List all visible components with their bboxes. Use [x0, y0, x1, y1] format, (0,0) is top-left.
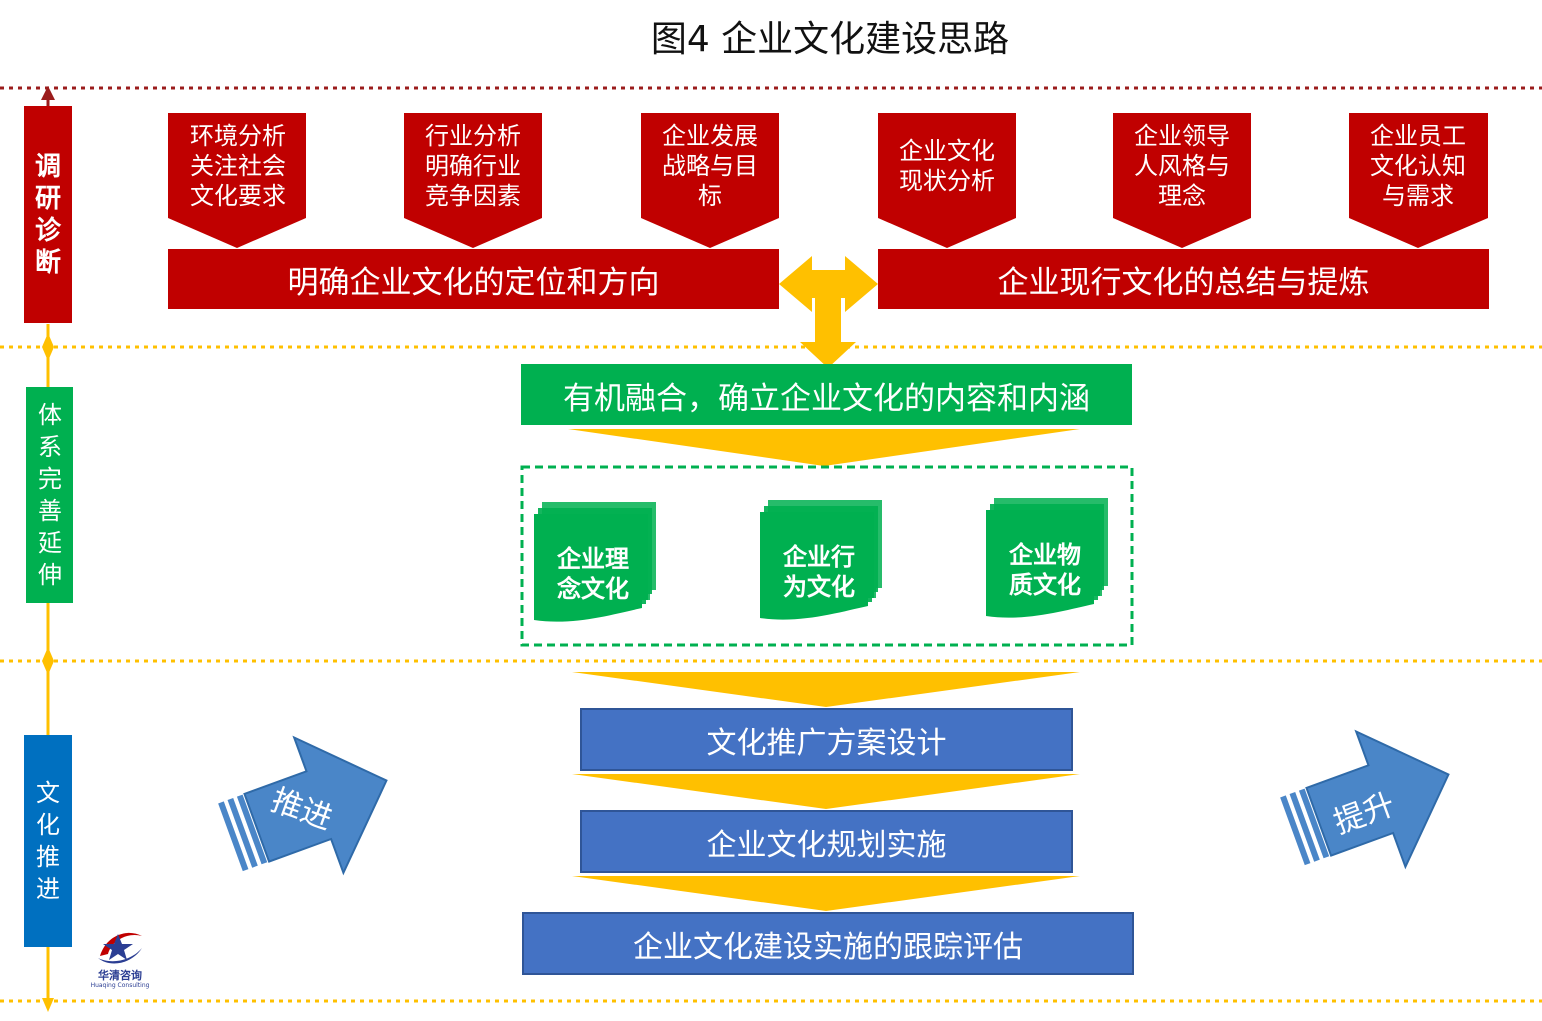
- research-card-6: [1349, 113, 1488, 248]
- promotion-step-2: 企业文化规划实施: [706, 828, 947, 863]
- fusion-bar-label: 有机融合，确立企业文化的内容和内涵: [563, 380, 1090, 417]
- research-card-label-2: 行业分析 明确行业 竞争因素: [425, 122, 521, 210]
- research-card-1: [168, 113, 306, 248]
- phase-label-system: 体 系 完 善 延 伸: [38, 401, 62, 589]
- research-card-5: [1113, 113, 1251, 248]
- company-logo-icon: [98, 932, 142, 964]
- research-bar-left-label: 明确企业文化的定位和方向: [287, 264, 660, 301]
- culture-doc-label-3: 企业物 质文化: [1009, 541, 1081, 599]
- push-arrow-icon: [218, 735, 388, 876]
- merge-arrow-icon: [779, 256, 878, 368]
- promotion-bar-1: [580, 708, 1073, 771]
- promotion-bar-3: [522, 912, 1134, 975]
- culture-doc-label-1: 企业理 念文化: [557, 545, 629, 603]
- fusion-bar: [521, 364, 1132, 425]
- research-bar-right-label: 企业现行文化的总结与提炼: [997, 264, 1370, 301]
- promotion-chevron-2: [572, 774, 1080, 809]
- research-card-label-1: 环境分析 关注社会 文化要求: [190, 122, 286, 210]
- timeline-arrowhead-top: [41, 86, 55, 100]
- research-card-2: [404, 113, 542, 248]
- page-title: 图4 企业文化建设思路: [650, 19, 1010, 60]
- promotion-chevron-3: [572, 876, 1080, 911]
- fusion-chevron: [568, 429, 1080, 466]
- research-bar-right: [878, 249, 1489, 309]
- timeline-arrowhead-bottom: [42, 998, 54, 1012]
- culture-docs-frame: [520, 465, 1134, 647]
- lift-arrow-icon: [1280, 729, 1450, 870]
- culture-doc-1-shape: [534, 502, 656, 622]
- phase-bar-research: [24, 106, 72, 323]
- phase-label-promotion: 文 化 推 进: [36, 779, 60, 903]
- culture-doc-2-shape: [760, 500, 882, 620]
- timeline-arrowhead-1: [42, 333, 54, 347]
- research-card-label-5: 企业领导 人风格与 理念: [1134, 122, 1230, 210]
- timeline-arrowhead-2: [42, 347, 54, 361]
- promotion-step-3: 企业文化建设实施的跟踪评估: [633, 930, 1023, 965]
- phase-bar-promotion: [24, 735, 72, 947]
- promotion-step-1: 文化推广方案设计: [706, 726, 947, 761]
- promotion-bar-2: [580, 810, 1073, 873]
- research-card-3: [641, 113, 779, 248]
- research-card-label-4: 企业文化 现状分析: [899, 137, 995, 195]
- timeline-arrowhead-4: [42, 661, 54, 675]
- logo-name: 华清咨询: [98, 969, 142, 982]
- phase-label-research: 调 研 诊 断: [34, 151, 61, 278]
- promotion-chevron-1: [572, 672, 1080, 707]
- research-bar-left: [168, 249, 779, 309]
- research-card-label-6: 企业员工 文化认知 与需求: [1370, 122, 1466, 210]
- research-card-4: [878, 113, 1016, 248]
- logo-subtitle: Huaqing Consulting: [90, 981, 150, 989]
- culture-doc-3-shape: [986, 498, 1108, 618]
- timeline-arrowhead-3: [42, 647, 54, 661]
- culture-doc-label-2: 企业行 为文化: [783, 543, 855, 601]
- research-card-label-3: 企业发展 战略与目 标: [662, 122, 758, 210]
- phase-bar-system: [26, 387, 73, 603]
